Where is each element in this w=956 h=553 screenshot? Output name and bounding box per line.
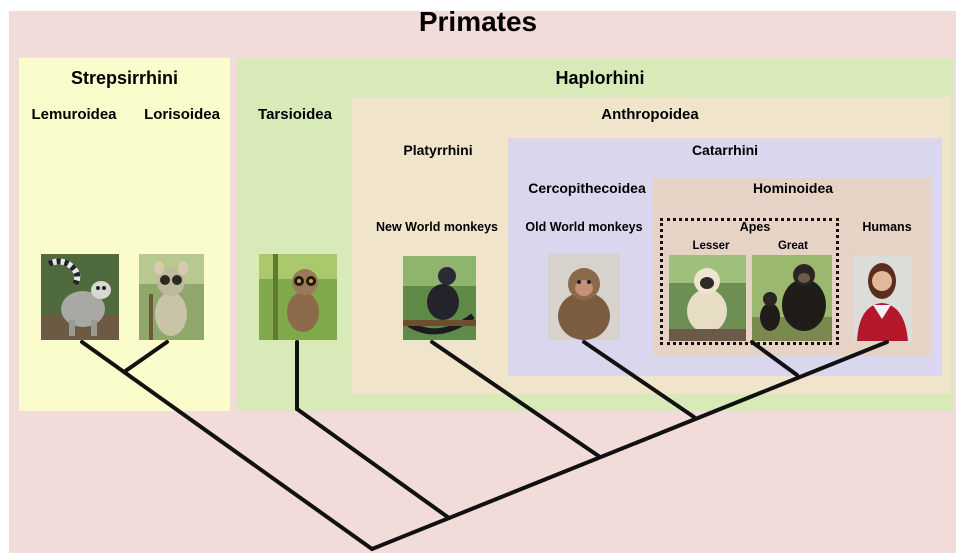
branch-newworld — [432, 342, 600, 457]
branch-strep-loris — [124, 342, 167, 372]
branch-tarsier-diagonal — [297, 409, 449, 518]
branch-oldworld — [584, 342, 694, 417]
branch-apes — [752, 342, 797, 375]
